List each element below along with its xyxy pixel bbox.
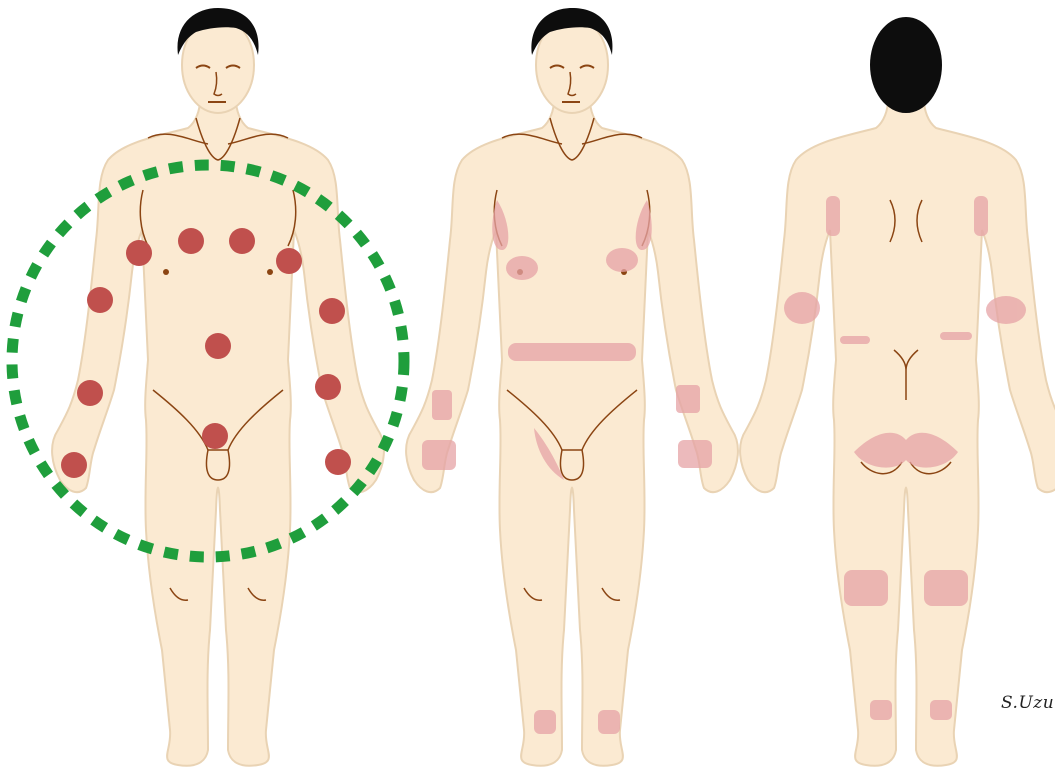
lesion-dot xyxy=(77,380,103,406)
lesion-patch xyxy=(606,248,638,272)
lesion-patch xyxy=(930,700,952,720)
lesion-dot xyxy=(178,228,204,254)
lesion-patch xyxy=(844,570,888,606)
lesion-patch xyxy=(974,196,988,236)
lesion-dot xyxy=(276,248,302,274)
lesion-dot xyxy=(315,374,341,400)
figure-front-patches xyxy=(406,8,738,766)
lesion-patch xyxy=(940,332,972,340)
lesion-patch xyxy=(924,570,968,606)
lesion-patch xyxy=(508,343,636,361)
lesion-patch xyxy=(422,440,456,470)
figure-front-dots xyxy=(52,8,384,766)
lesion-dot xyxy=(61,452,87,478)
lesion-patch xyxy=(432,390,452,420)
lesion-patch xyxy=(506,256,538,280)
lesion-dot xyxy=(202,423,228,449)
lesion-patch xyxy=(826,196,840,236)
lesion-dot xyxy=(319,298,345,324)
lesion-dot xyxy=(87,287,113,313)
artist-signature: S.Uzun xyxy=(1001,693,1055,713)
lesion-patch xyxy=(678,440,712,468)
lesion-patch xyxy=(784,292,820,324)
lesion-patch xyxy=(840,336,870,344)
lesion-dot xyxy=(126,240,152,266)
lesion-dot xyxy=(229,228,255,254)
lesion-patch xyxy=(598,710,620,734)
lesion-patch xyxy=(676,385,700,413)
lesion-dot xyxy=(325,449,351,475)
figure-back-patches xyxy=(740,17,1055,766)
lesion-patch xyxy=(986,296,1026,324)
lesion-patch xyxy=(870,700,892,720)
lesion-patch xyxy=(534,710,556,734)
lesion-dot xyxy=(205,333,231,359)
